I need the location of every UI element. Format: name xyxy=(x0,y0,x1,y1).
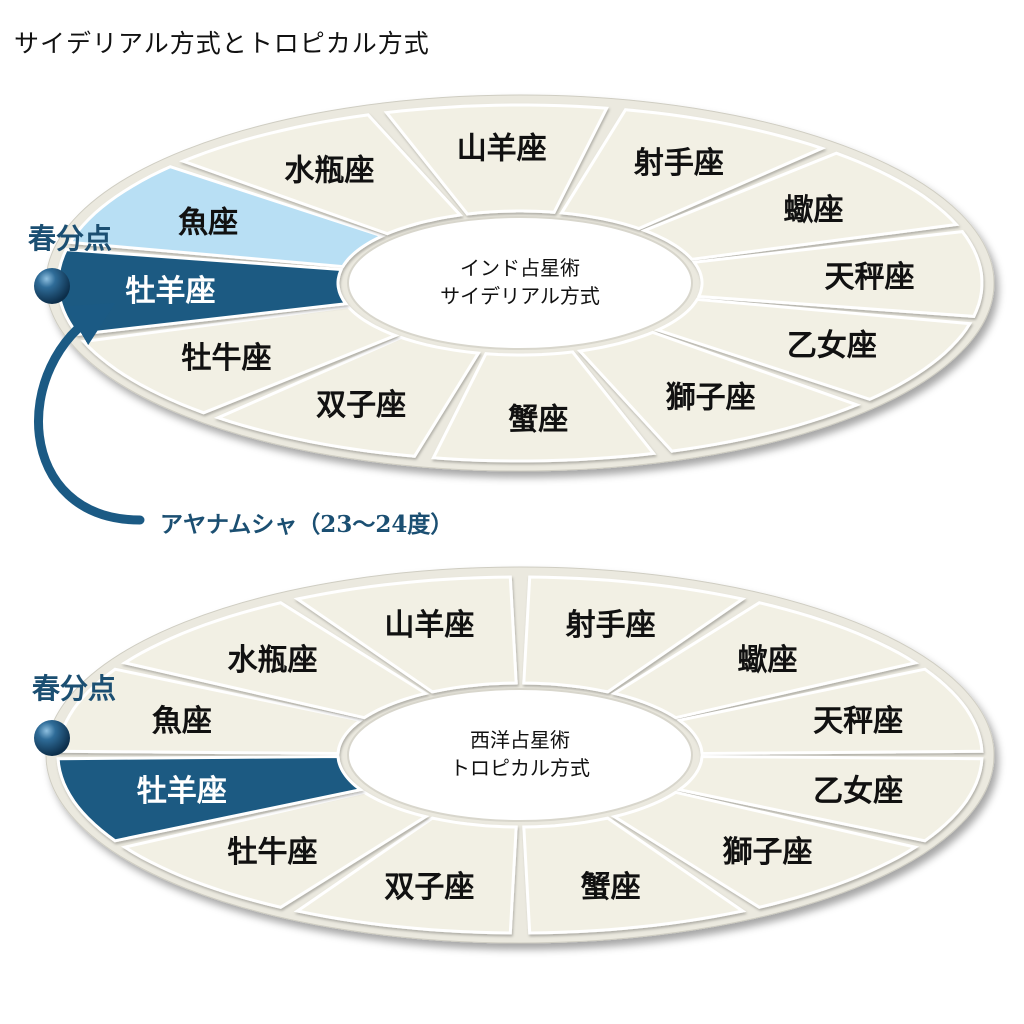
sign-label: 蠍座 xyxy=(738,643,798,678)
sign-label: 射手座 xyxy=(634,146,724,181)
sign-segment xyxy=(80,305,400,415)
sign-segment xyxy=(559,108,827,231)
sign-label: 牡牛座 xyxy=(182,341,272,376)
sign-label: 双子座 xyxy=(384,870,474,905)
sign-segment xyxy=(120,601,430,720)
sign-label: 射手座 xyxy=(566,608,656,643)
page-title: サイデリアル方式とトロピカル方式 xyxy=(14,29,430,58)
sign-segment xyxy=(213,335,481,458)
sign-segment xyxy=(610,790,920,909)
sign-segment xyxy=(56,754,365,843)
sign-label: 水瓶座 xyxy=(228,643,318,678)
equinox-marker-icon xyxy=(34,268,70,304)
sign-label: 牡羊座 xyxy=(137,774,227,809)
sign-segment xyxy=(653,297,973,401)
ayanamsha-indicator: アヤナムシャ（23〜24度） xyxy=(33,302,453,538)
sign-segment xyxy=(691,230,984,318)
sign-segment xyxy=(67,165,387,269)
sign-label: 双子座 xyxy=(316,388,406,423)
sign-label: 乙女座 xyxy=(813,774,903,809)
sign-label: 獅子座 xyxy=(666,381,756,416)
sign-label: 天秤座 xyxy=(825,260,915,295)
sign-segment xyxy=(56,667,365,756)
sign-segment xyxy=(522,575,747,694)
sign-segment xyxy=(178,113,464,236)
ayanamsha-arrow xyxy=(33,302,145,525)
center-hub xyxy=(347,216,693,350)
sign-segment xyxy=(383,103,609,216)
sign-label: 乙女座 xyxy=(787,329,877,364)
sign-label: 山羊座 xyxy=(457,132,547,167)
equinox-marker-icon xyxy=(34,720,70,756)
sign-label: 蠍座 xyxy=(784,193,844,228)
sign-segment xyxy=(675,754,984,843)
sign-label: 魚座 xyxy=(178,205,238,240)
center-label: トロピカル方式 xyxy=(450,756,590,780)
equinox-label: 春分点 xyxy=(32,672,116,705)
sign-label: 牡牛座 xyxy=(228,835,318,870)
sign-segment xyxy=(120,790,430,909)
sign-label: 獅子座 xyxy=(723,835,813,870)
sign-segment xyxy=(293,575,518,694)
sign-segment xyxy=(640,151,960,261)
sign-segment xyxy=(293,816,518,935)
sign-label: 魚座 xyxy=(152,704,212,739)
sign-segment xyxy=(431,350,657,463)
sign-label: 牡羊座 xyxy=(126,274,216,309)
center-label: サイデリアル方式 xyxy=(440,284,600,308)
sign-label: 蟹座 xyxy=(508,402,568,437)
sign-label: 山羊座 xyxy=(384,608,474,643)
equinox-label: 春分点 xyxy=(28,222,112,255)
sign-label: 天秤座 xyxy=(813,704,903,739)
ayanamsha-label: アヤナムシャ（23〜24度） xyxy=(160,511,453,538)
center-hub xyxy=(347,688,693,822)
sign-segment xyxy=(576,330,862,453)
sign-segment xyxy=(522,816,747,935)
sign-segment xyxy=(675,667,984,756)
sign-label: 蟹座 xyxy=(581,870,641,905)
sign-segment xyxy=(56,248,349,336)
sign-segment xyxy=(610,601,920,720)
sign-label: 水瓶座 xyxy=(284,153,374,188)
center-label: インド占星術 xyxy=(460,256,580,280)
center-label: 西洋占星術 xyxy=(470,728,570,752)
